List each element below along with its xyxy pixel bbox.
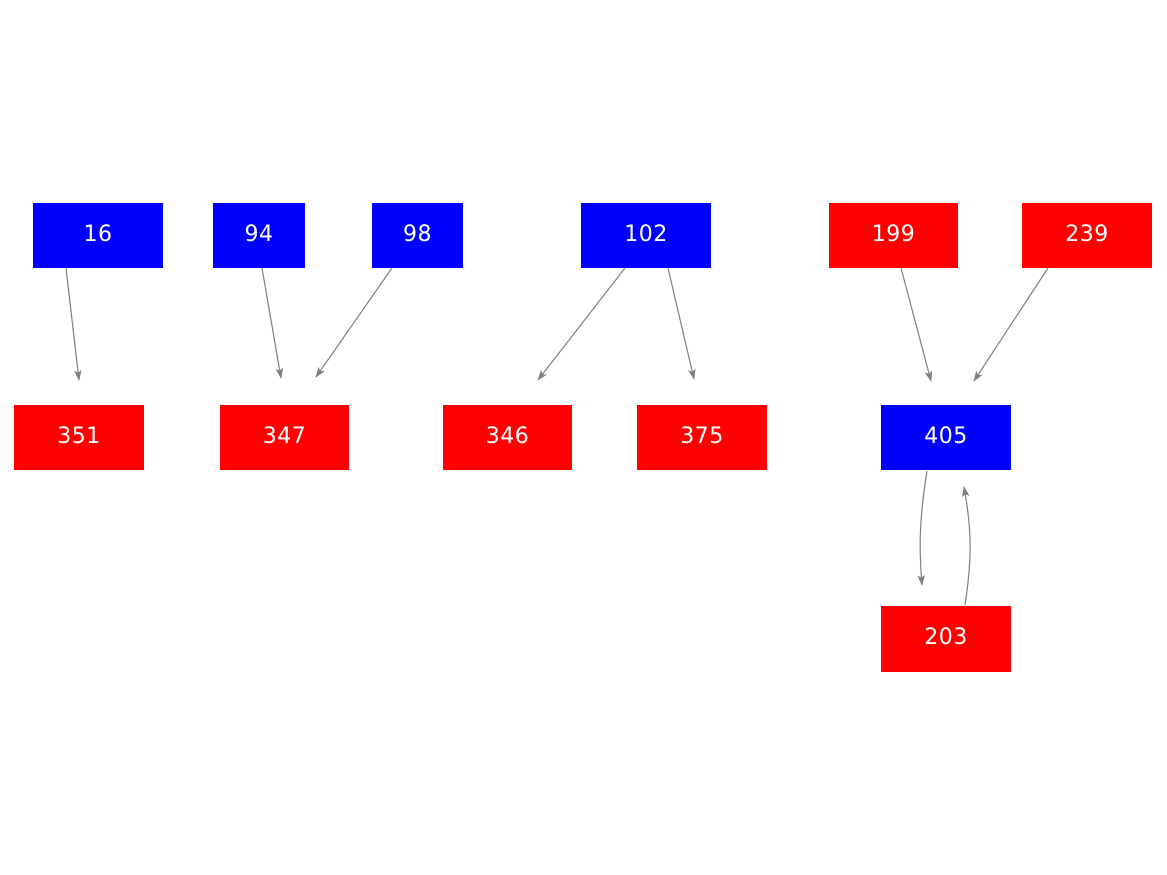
edge-98-to-347 — [315, 267, 393, 378]
node-label: 351 — [57, 423, 101, 449]
edge-94-to-347 — [261, 267, 284, 379]
node-label: 102 — [624, 221, 668, 247]
graph-node-94[interactable]: 94 — [213, 203, 305, 268]
node-label: 346 — [485, 423, 530, 449]
node-label: 203 — [924, 625, 968, 650]
node-label: 98 — [403, 221, 432, 247]
graph-node-405[interactable]: 405 — [881, 405, 1011, 470]
graph-node-203[interactable]: 203 — [881, 606, 1011, 672]
graph-node-346[interactable]: 346 — [443, 405, 572, 470]
edge-239-to-405 — [973, 267, 1049, 382]
graph-node-347[interactable]: 347 — [220, 405, 349, 470]
node-label: 347 — [262, 423, 307, 449]
edge-203-to-405 — [962, 486, 971, 606]
graph-node-102[interactable]: 102 — [581, 203, 711, 268]
graph-node-98[interactable]: 98 — [372, 203, 463, 268]
graph-node-239[interactable]: 239 — [1022, 203, 1152, 268]
node-label: 375 — [680, 423, 724, 449]
node-label: 239 — [1065, 221, 1109, 247]
graph-node-351[interactable]: 351 — [14, 405, 144, 470]
edge-405-to-203 — [917, 470, 928, 586]
node-label: 16 — [83, 221, 113, 247]
node-label: 94 — [244, 221, 274, 247]
edge-102-to-346 — [537, 267, 626, 381]
graph-node-199[interactable]: 199 — [829, 203, 958, 268]
node-label: 199 — [871, 221, 916, 247]
graph-node-375[interactable]: 375 — [637, 405, 767, 470]
edge-16-to-351 — [65, 267, 82, 381]
edge-199-to-405 — [900, 267, 933, 382]
graph-node-16[interactable]: 16 — [33, 203, 163, 268]
node-label: 405 — [924, 423, 968, 449]
edge-102-to-375 — [667, 267, 696, 380]
